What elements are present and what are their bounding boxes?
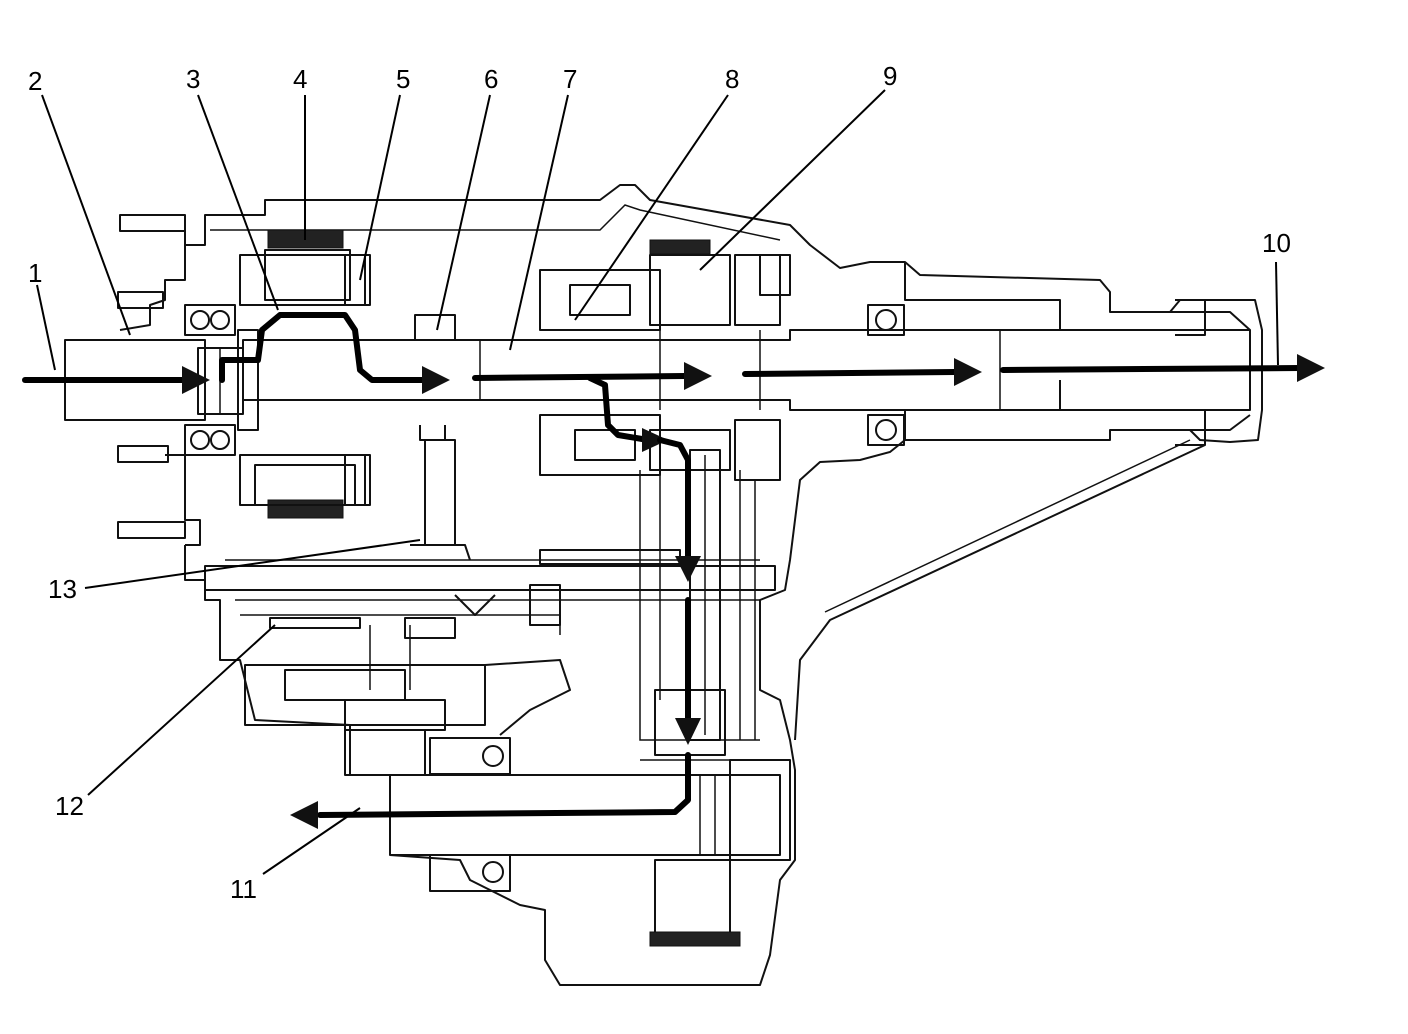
callout-12: 12 <box>55 791 84 821</box>
input-arrowhead <box>182 366 210 394</box>
callout-7: 7 <box>563 64 577 94</box>
callout-6: 6 <box>484 64 498 94</box>
mounting-studs <box>117 214 186 539</box>
callout-1: 1 <box>28 258 42 288</box>
callout-8: 8 <box>725 64 739 94</box>
front-output-arrowhead <box>290 801 318 829</box>
shift-rail <box>204 549 776 626</box>
callout-9: 9 <box>883 61 897 91</box>
rear-seal <box>1175 299 1206 446</box>
callout-5: 5 <box>396 64 410 94</box>
callouts: 1 2 3 4 5 6 7 8 9 10 11 12 13 <box>28 61 1291 904</box>
front-drive-flow-path <box>587 375 651 443</box>
callout-13: 13 <box>48 574 77 604</box>
callout-10: 10 <box>1262 228 1291 258</box>
power-flow-paths <box>22 312 1325 829</box>
drive-chain <box>689 449 721 741</box>
range-shift-sleeve <box>410 314 471 561</box>
rear-bearing-upper <box>867 304 905 336</box>
rear-output-arrowhead <box>1297 354 1325 382</box>
planetary-gearset <box>239 229 371 519</box>
front-output-bearing-upper <box>429 737 511 775</box>
leader-lines <box>36 89 1279 875</box>
callout-4: 4 <box>293 64 307 94</box>
rear-bearing-lower <box>867 414 905 446</box>
callout-3: 3 <box>186 64 200 94</box>
input-bearing-upper <box>184 304 236 336</box>
callout-11: 11 <box>230 874 257 904</box>
input-bearing-lower <box>184 424 236 456</box>
bearings <box>184 299 1206 892</box>
planetary-flow-path <box>219 312 428 383</box>
shift-motor-assembly <box>244 617 571 776</box>
callout-2: 2 <box>28 66 42 96</box>
front-output-bearing-lower <box>429 854 511 892</box>
